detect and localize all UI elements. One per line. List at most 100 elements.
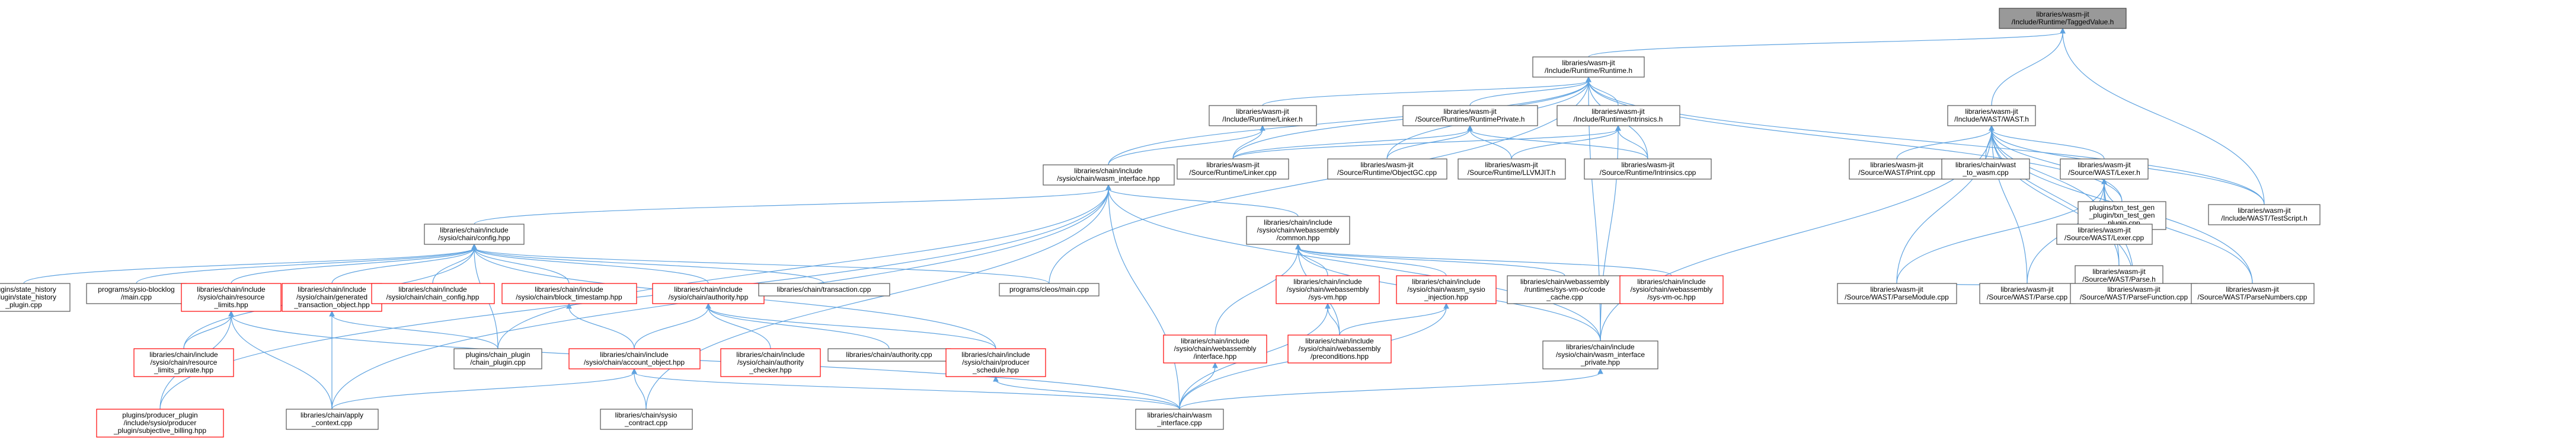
node-label: libraries/chain/include [1074,167,1143,175]
node-label: libraries/chain/include [600,350,669,359]
graph-node[interactable]: libraries/wasm-jit/Include/Runtime/Intri… [1557,105,1680,126]
node-box [1458,158,1566,180]
node-label: libraries/chain/include [1566,343,1635,351]
graph-node[interactable]: libraries/wasm-jit/Include/Runtime/Linke… [1209,105,1317,126]
graph-edge [1991,129,2028,284]
graph-edge [231,314,333,410]
graph-node[interactable]: libraries/chain/include/sysio/chain/chai… [371,283,495,304]
graph-node[interactable]: programs/cleos/main.cpp [999,283,1100,297]
edge-arrowhead [329,310,335,317]
graph-edge [474,247,570,284]
graph-node[interactable]: libraries/wasm-jit/Include/Runtime/Runti… [1532,56,1645,78]
node-box [1402,105,1538,126]
edge-arrowhead [1105,184,1111,190]
node-box [2208,204,2321,225]
graph-node[interactable]: plugins/state_history_plugin/state_histo… [0,283,71,312]
node-label: /sysio/chain/webassembly [1257,226,1340,234]
graph-node[interactable]: libraries/chain/include/sysio/chain/weba… [1163,334,1267,364]
graph-node[interactable]: libraries/chain/authority.cpp [827,348,951,362]
node-box [453,348,542,369]
graph-node[interactable]: libraries/chain/include/sysio/chain/auth… [720,348,821,377]
graph-edge [231,314,1180,410]
graph-node[interactable]: libraries/wasm-jit/Source/Runtime/LLVMJI… [1458,158,1566,180]
node-label: /sysio/chain/generated [296,293,367,301]
graph-node[interactable]: libraries/wasm-jit/Source/WAST/Parse.cpp [1979,283,2076,304]
graph-node[interactable]: libraries/wasm-jit/Include/WAST/WAST.h [1947,105,2036,126]
graph-node[interactable]: libraries/chain/include/sysio/chain/wasm… [1043,164,1175,186]
edge-arrowhead [228,310,234,317]
node-box [1542,340,1658,369]
graph-node[interactable]: libraries/chain/include/sysio/chain/gene… [282,283,382,312]
graph-node[interactable]: libraries/wasm-jit/Source/WAST/Print.cpp [1849,158,1945,180]
node-label: libraries/chain/include [1412,278,1481,286]
node-label: _cache.cpp [1546,293,1583,301]
graph-edge [432,247,475,284]
graph-node[interactable]: libraries/chain/include/sysio/chain/weba… [1246,216,1350,245]
node-box [181,283,282,312]
graph-node[interactable]: libraries/chain/wasm_interface.cpp [1135,409,1224,430]
graph-node[interactable]: libraries/chain/include/sysio/chain/reso… [133,348,234,377]
graph-node[interactable]: libraries/chain/include/sysio/chain/wasm… [1542,340,1658,369]
edge-arrowhead [1443,302,1449,309]
graph-node[interactable]: libraries/wasm-jit/Source/Runtime/Intrin… [1584,158,1712,180]
graph-node[interactable]: libraries/wasm-jit/Source/WAST/ParseModu… [1837,283,1957,304]
graph-node[interactable]: libraries/wasm-jit/Include/WAST/TestScri… [2208,204,2321,225]
node-box [2070,283,2198,304]
graph-node[interactable]: libraries/chain/transaction.cpp [758,283,890,297]
graph-node[interactable]: libraries/chain/sysio_contract.cpp [600,409,693,430]
graph-node[interactable]: libraries/chain/include/sysio/chain/acco… [568,348,701,369]
graph-node[interactable]: libraries/chain/include/sysio/chain/prod… [945,348,1046,377]
edge-arrowhead [705,302,711,309]
node-label: programs/cleos/main.cpp [1009,285,1089,294]
graph-node[interactable]: libraries/chain/include/sysio/chain/bloc… [501,283,637,304]
node-box [1043,164,1175,186]
graph-node[interactable]: libraries/wasm-jit/Source/Runtime/Object… [1327,158,1447,180]
graph-node[interactable]: plugins/chain_plugin/chain_plugin.cpp [453,348,542,369]
graph-edge [331,247,475,284]
graph-node[interactable]: libraries/wasm-jit/Source/WAST/Lexer.cpp [2056,224,2153,245]
graph-edges [23,27,2265,410]
graph-node[interactable]: libraries/chain/include/sysio/chain/weba… [1287,334,1392,364]
node-label: _limits_private.hpp [154,366,213,374]
node-label: /sysio/chain/chain_config.hpp [386,293,480,301]
graph-edge [1262,80,1589,106]
node-label: libraries/wasm-jit [2092,267,2146,276]
graph-node[interactable]: libraries/chain/include/sysio/chain/weba… [1619,275,1724,304]
graph-edge [1179,366,1216,410]
graph-node[interactable]: libraries/chain/include/sysio/chain/reso… [181,283,282,312]
node-box [1837,283,1957,304]
graph-node[interactable]: libraries/chain/include/sysio/chain/weba… [1276,275,1380,304]
graph-node[interactable]: libraries/wasm-jit/Source/Runtime/Linker… [1177,158,1289,180]
graph-nodes: libraries/wasm-jit/Include/Runtime/Tagge… [0,8,2321,438]
node-label: libraries/chain/include [961,350,1030,359]
node-label: /preconditions.hpp [1311,352,1369,361]
graph-node[interactable]: plugins/producer_plugin/include/sysio/pr… [96,409,224,438]
graph-edge [1588,31,2063,58]
graph-node[interactable]: libraries/wasm-jit/Source/WAST/ParseNumb… [2191,283,2315,304]
graph-node[interactable]: programs/sysio-blocklog/main.cpp [86,283,187,304]
graph-node[interactable]: libraries/wasm-jit/Source/Runtime/Runtim… [1402,105,1538,126]
graph-node[interactable]: libraries/chain/include/sysio/chain/auth… [652,283,765,304]
graph-node[interactable]: libraries/wasm-jit/Include/Runtime/Tagge… [1999,8,2127,29]
graph-node[interactable]: libraries/chain/webassembly/runtimes/sys… [1507,275,1623,304]
node-label: /sysio/chain/resource [198,293,265,301]
node-label: libraries/wasm-jit [1485,161,1538,169]
graph-node[interactable]: libraries/chain/wast_to_wasm.cpp [1941,158,2030,180]
edge-arrowhead [2060,27,2066,34]
graph-node[interactable]: libraries/chain/apply_context.cpp [286,409,379,430]
graph-edge [1588,80,2265,205]
node-box [2075,265,2163,286]
node-label: /runtimes/sys-vm-oc/code [1524,285,1606,294]
graph-node[interactable]: libraries/wasm-jit/Source/WAST/Lexer.h [2060,158,2149,180]
graph-edge [474,247,1050,284]
graph-node[interactable]: libraries/wasm-jit/Source/WAST/Parse.h [2075,265,2163,286]
graph-edge [1991,31,2063,106]
node-box [501,283,637,304]
graph-node[interactable]: libraries/wasm-jit/Source/WAST/ParseFunc… [2070,283,2198,304]
node-label: libraries/wasm-jit [2078,226,2131,234]
node-label: programs/sysio-blocklog [98,285,174,294]
graph-node[interactable]: libraries/chain/include/sysio/chain/conf… [424,224,525,245]
graph-edge [2104,182,2253,284]
node-label: libraries/chain/include [535,285,603,294]
graph-node[interactable]: libraries/chain/include/sysio/chain/wasm… [1396,275,1497,304]
